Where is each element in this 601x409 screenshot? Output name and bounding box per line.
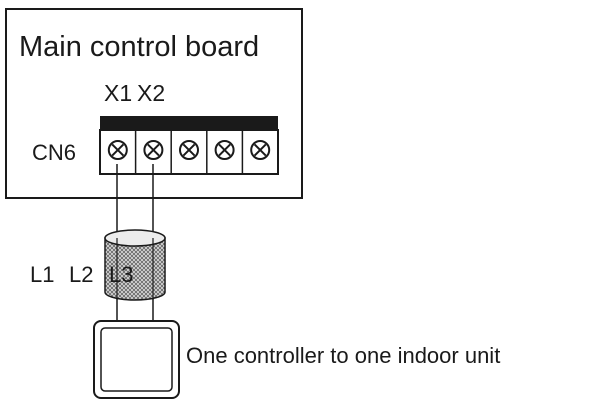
terminal-block-top-bar — [100, 116, 278, 130]
cable-label-l3: L3 — [109, 262, 133, 287]
cable-shield-top — [104, 229, 166, 247]
terminal-screw-5 — [250, 140, 271, 160]
controller-inner — [100, 327, 173, 392]
terminal-label-x2: X2 — [137, 80, 165, 106]
cable-shield — [104, 229, 166, 301]
terminal-screw-4 — [214, 140, 235, 160]
cable-label-l1: L1 — [30, 262, 54, 287]
terminal-screw-2 — [143, 140, 164, 160]
board-title: Main control board — [19, 31, 259, 63]
terminal-screw-1 — [107, 140, 128, 160]
terminal-label-x1: X1 — [104, 80, 132, 106]
cable-shield-body — [104, 237, 166, 301]
controller-caption: One controller to one indoor unit — [186, 343, 500, 368]
connector-label-cn6: CN6 — [32, 140, 76, 165]
cable-label-l2: L2 — [69, 262, 93, 287]
main-control-board: Main control board X1 X2 CN6 — [5, 8, 303, 199]
wired-controller — [93, 320, 180, 399]
terminal-screw-3 — [179, 140, 199, 160]
terminal-block-cn6 — [99, 116, 279, 175]
